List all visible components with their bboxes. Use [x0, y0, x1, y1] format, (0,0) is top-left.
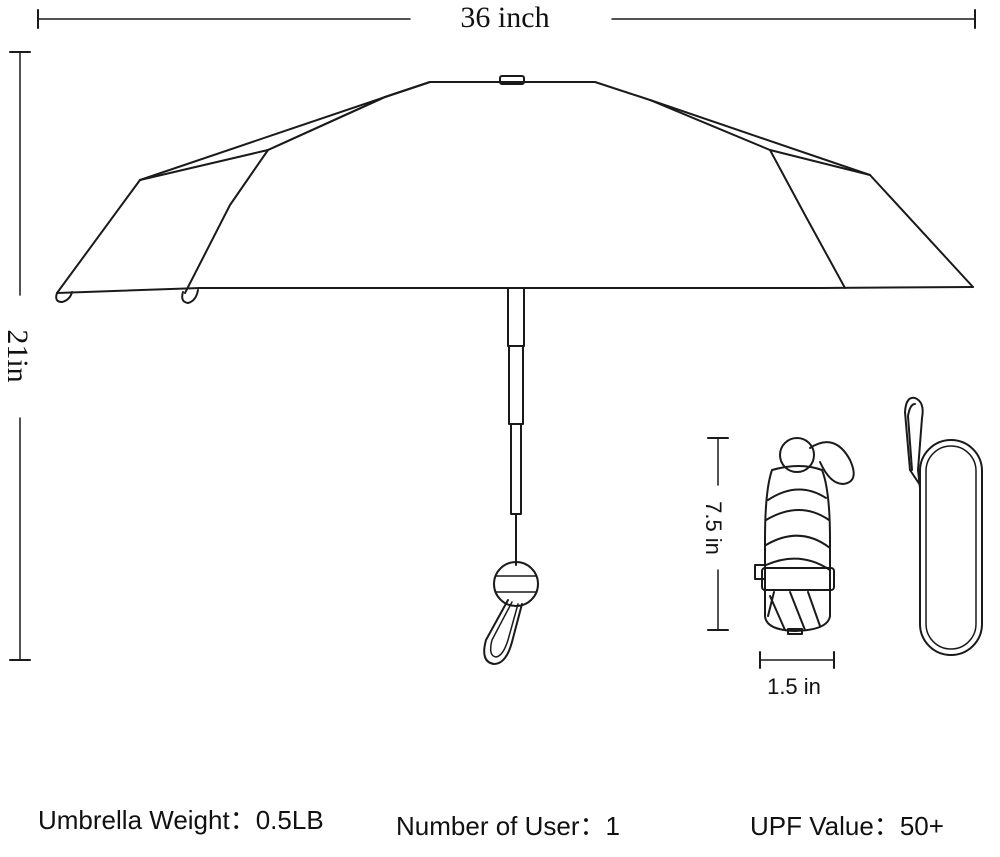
spec-weight: Umbrella Weight：0.5LB [38, 800, 324, 837]
width-dimension-line [37, 9, 976, 29]
height-label: 21in [1, 329, 34, 382]
carry-case [904, 396, 983, 656]
folded-diameter-dimension [759, 651, 835, 669]
spec-upf: UPF Value：50+ [750, 806, 944, 843]
spec-users-label: Number of User [396, 811, 580, 841]
folded-diameter-label: 1.5 in [767, 674, 821, 699]
spec-users-separator: ： [579, 811, 606, 841]
spec-upf-separator: ： [873, 811, 900, 841]
folded-umbrella [754, 437, 855, 635]
spec-upf-value: 50+ [899, 811, 944, 841]
spec-upf-label: UPF Value [750, 811, 874, 841]
umbrella-shaft [507, 287, 525, 566]
umbrella-handle [483, 561, 539, 665]
spec-weight-label: Umbrella Weight [38, 805, 230, 835]
umbrella-canopy [55, 75, 974, 304]
folded-length-label: 7.5 in [701, 501, 726, 555]
folded-length-dimension [707, 437, 729, 631]
spec-weight-value: 0.5LB [255, 805, 324, 835]
height-dimension-line [9, 51, 31, 661]
spec-users-value: 1 [605, 811, 620, 841]
width-label: 36 inch [460, 1, 549, 34]
spec-users: Number of User：1 [396, 806, 620, 843]
spec-weight-separator: ： [229, 805, 256, 835]
